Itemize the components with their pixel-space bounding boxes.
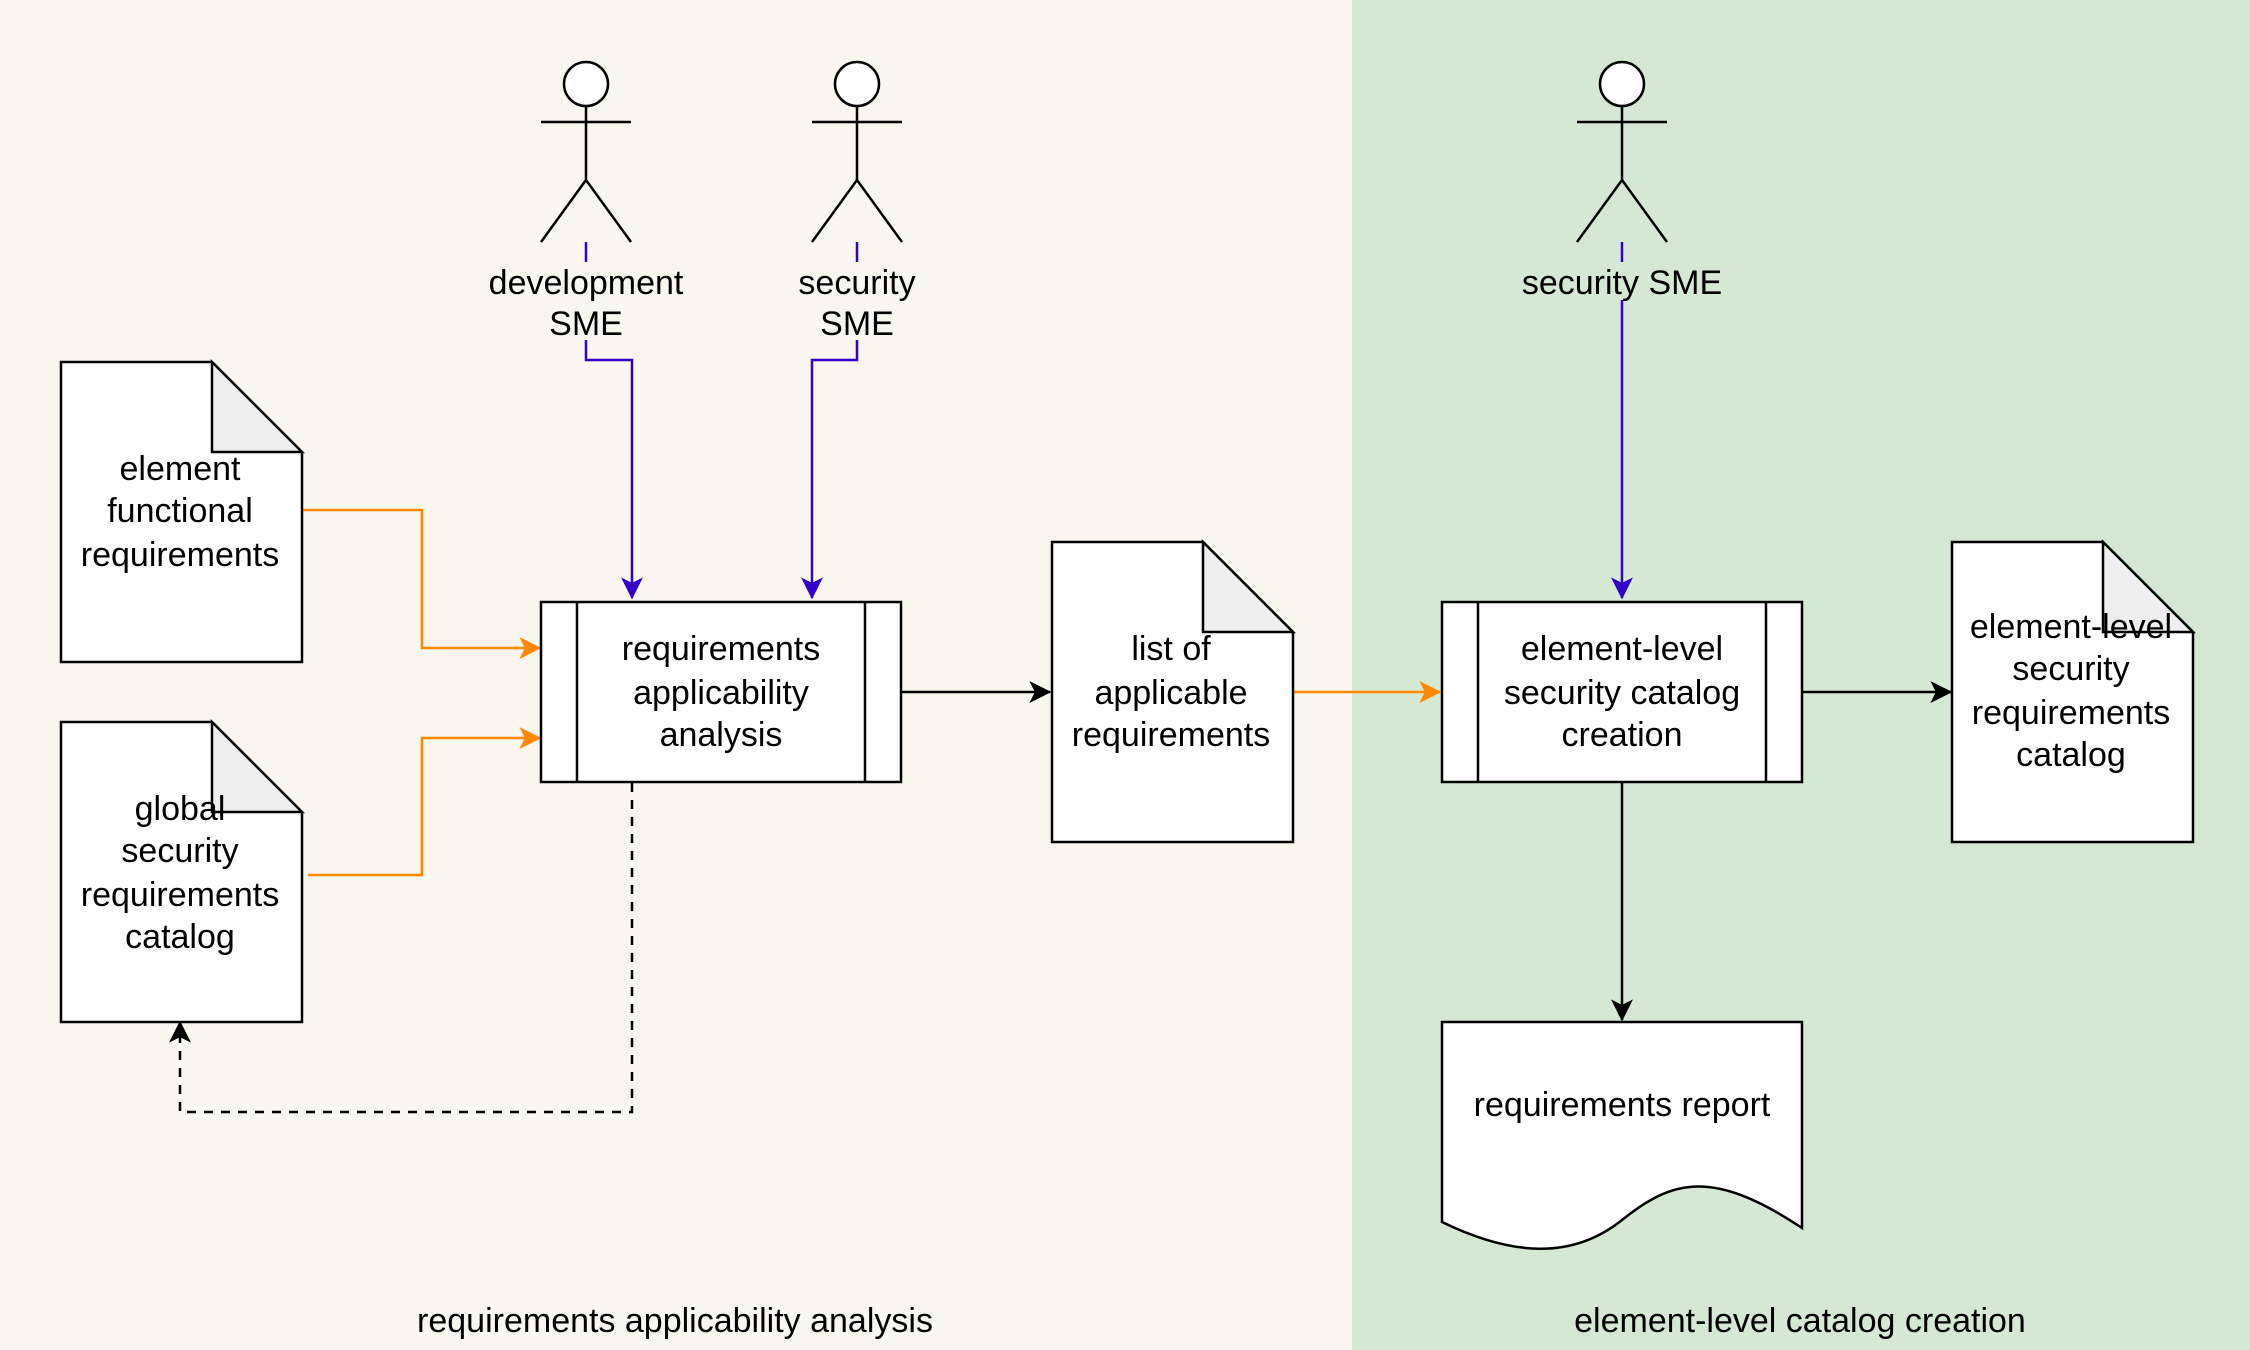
document-label-line: element-level <box>1970 608 2172 646</box>
document-label-line: applicable <box>1094 674 1247 712</box>
actor-label-security-sme-2: security SME <box>1522 264 1722 302</box>
process-shape <box>1440 600 1804 784</box>
process-label-line: creation <box>1562 716 1683 754</box>
document-label-line: requirements <box>1072 716 1270 754</box>
process-element-level-security-catalog-creation[interactable]: element-level security catalog creation <box>1440 600 1804 784</box>
input-links <box>302 508 1442 877</box>
process-label-line: security catalog <box>1504 674 1740 712</box>
flow-links <box>169 681 1953 1114</box>
actor-legs-icon <box>1575 177 1669 243</box>
document-label-line: list of <box>1131 630 1211 668</box>
document-element-level-security-requirements-catalog[interactable]: element-level security requirements cata… <box>1950 538 2197 844</box>
actor-label-security: security <box>798 264 915 302</box>
actor-label-development: development <box>489 264 684 302</box>
document-label-line: global <box>135 790 226 828</box>
actor-development-sme <box>539 60 633 243</box>
document-label-line: requirements <box>81 876 279 914</box>
actor-label-development-sme: SME <box>549 305 623 343</box>
document-fold-icon <box>210 718 306 814</box>
process-label-line: applicability <box>633 674 809 712</box>
actor-legs-icon <box>810 177 904 243</box>
process-label-line: requirements <box>622 630 820 668</box>
document-label-line: catalog <box>2016 736 2126 774</box>
document-list-of-applicable-requirements[interactable]: list of applicable requirements <box>1050 538 1297 844</box>
actor-security-sme-2 <box>1575 60 1669 243</box>
document-label-line: security <box>2012 650 2129 688</box>
report-label: requirements report <box>1474 1086 1771 1124</box>
document-label-line: functional <box>107 492 253 530</box>
zone-label-catalog-creation: element-level catalog creation <box>1574 1302 2026 1340</box>
document-label-line: element <box>120 450 242 488</box>
process-shape <box>539 600 903 784</box>
zone-label-requirements-applicability: requirements applicability analysis <box>417 1302 933 1340</box>
actor-head-icon <box>562 60 610 108</box>
document-fold-icon <box>2101 538 2197 634</box>
report-requirements-report[interactable]: requirements report <box>1440 1020 1804 1250</box>
document-element-functional-requirements[interactable]: element functional requirements <box>59 358 306 664</box>
actor-label-security-sme: SME <box>820 305 894 343</box>
global-catalog-to-analysis-link <box>308 727 542 877</box>
functional-to-analysis-link <box>302 508 542 659</box>
document-label-line: requirements <box>81 536 279 574</box>
sec-sme-link <box>801 340 859 600</box>
actor-links <box>584 242 1633 600</box>
document-fold-icon <box>1201 538 1297 634</box>
document-label-line: security <box>121 832 238 870</box>
report-shape <box>1440 1020 1804 1250</box>
actor-head-icon <box>833 60 881 108</box>
process-label-line: analysis <box>660 716 783 754</box>
actor-security-sme-1 <box>810 60 904 243</box>
document-label-line: requirements <box>1972 694 2170 732</box>
process-requirements-applicability-analysis[interactable]: requirements applicability analysis <box>539 600 903 784</box>
actor-head-icon <box>1598 60 1646 108</box>
process-label-line: element-level <box>1521 630 1723 668</box>
document-label-line: catalog <box>125 918 235 956</box>
actor-legs-icon <box>539 177 633 243</box>
document-global-security-requirements-catalog[interactable]: global security requirements catalog <box>59 718 306 1024</box>
document-fold-icon <box>210 358 306 454</box>
dev-sme-link <box>584 340 643 600</box>
